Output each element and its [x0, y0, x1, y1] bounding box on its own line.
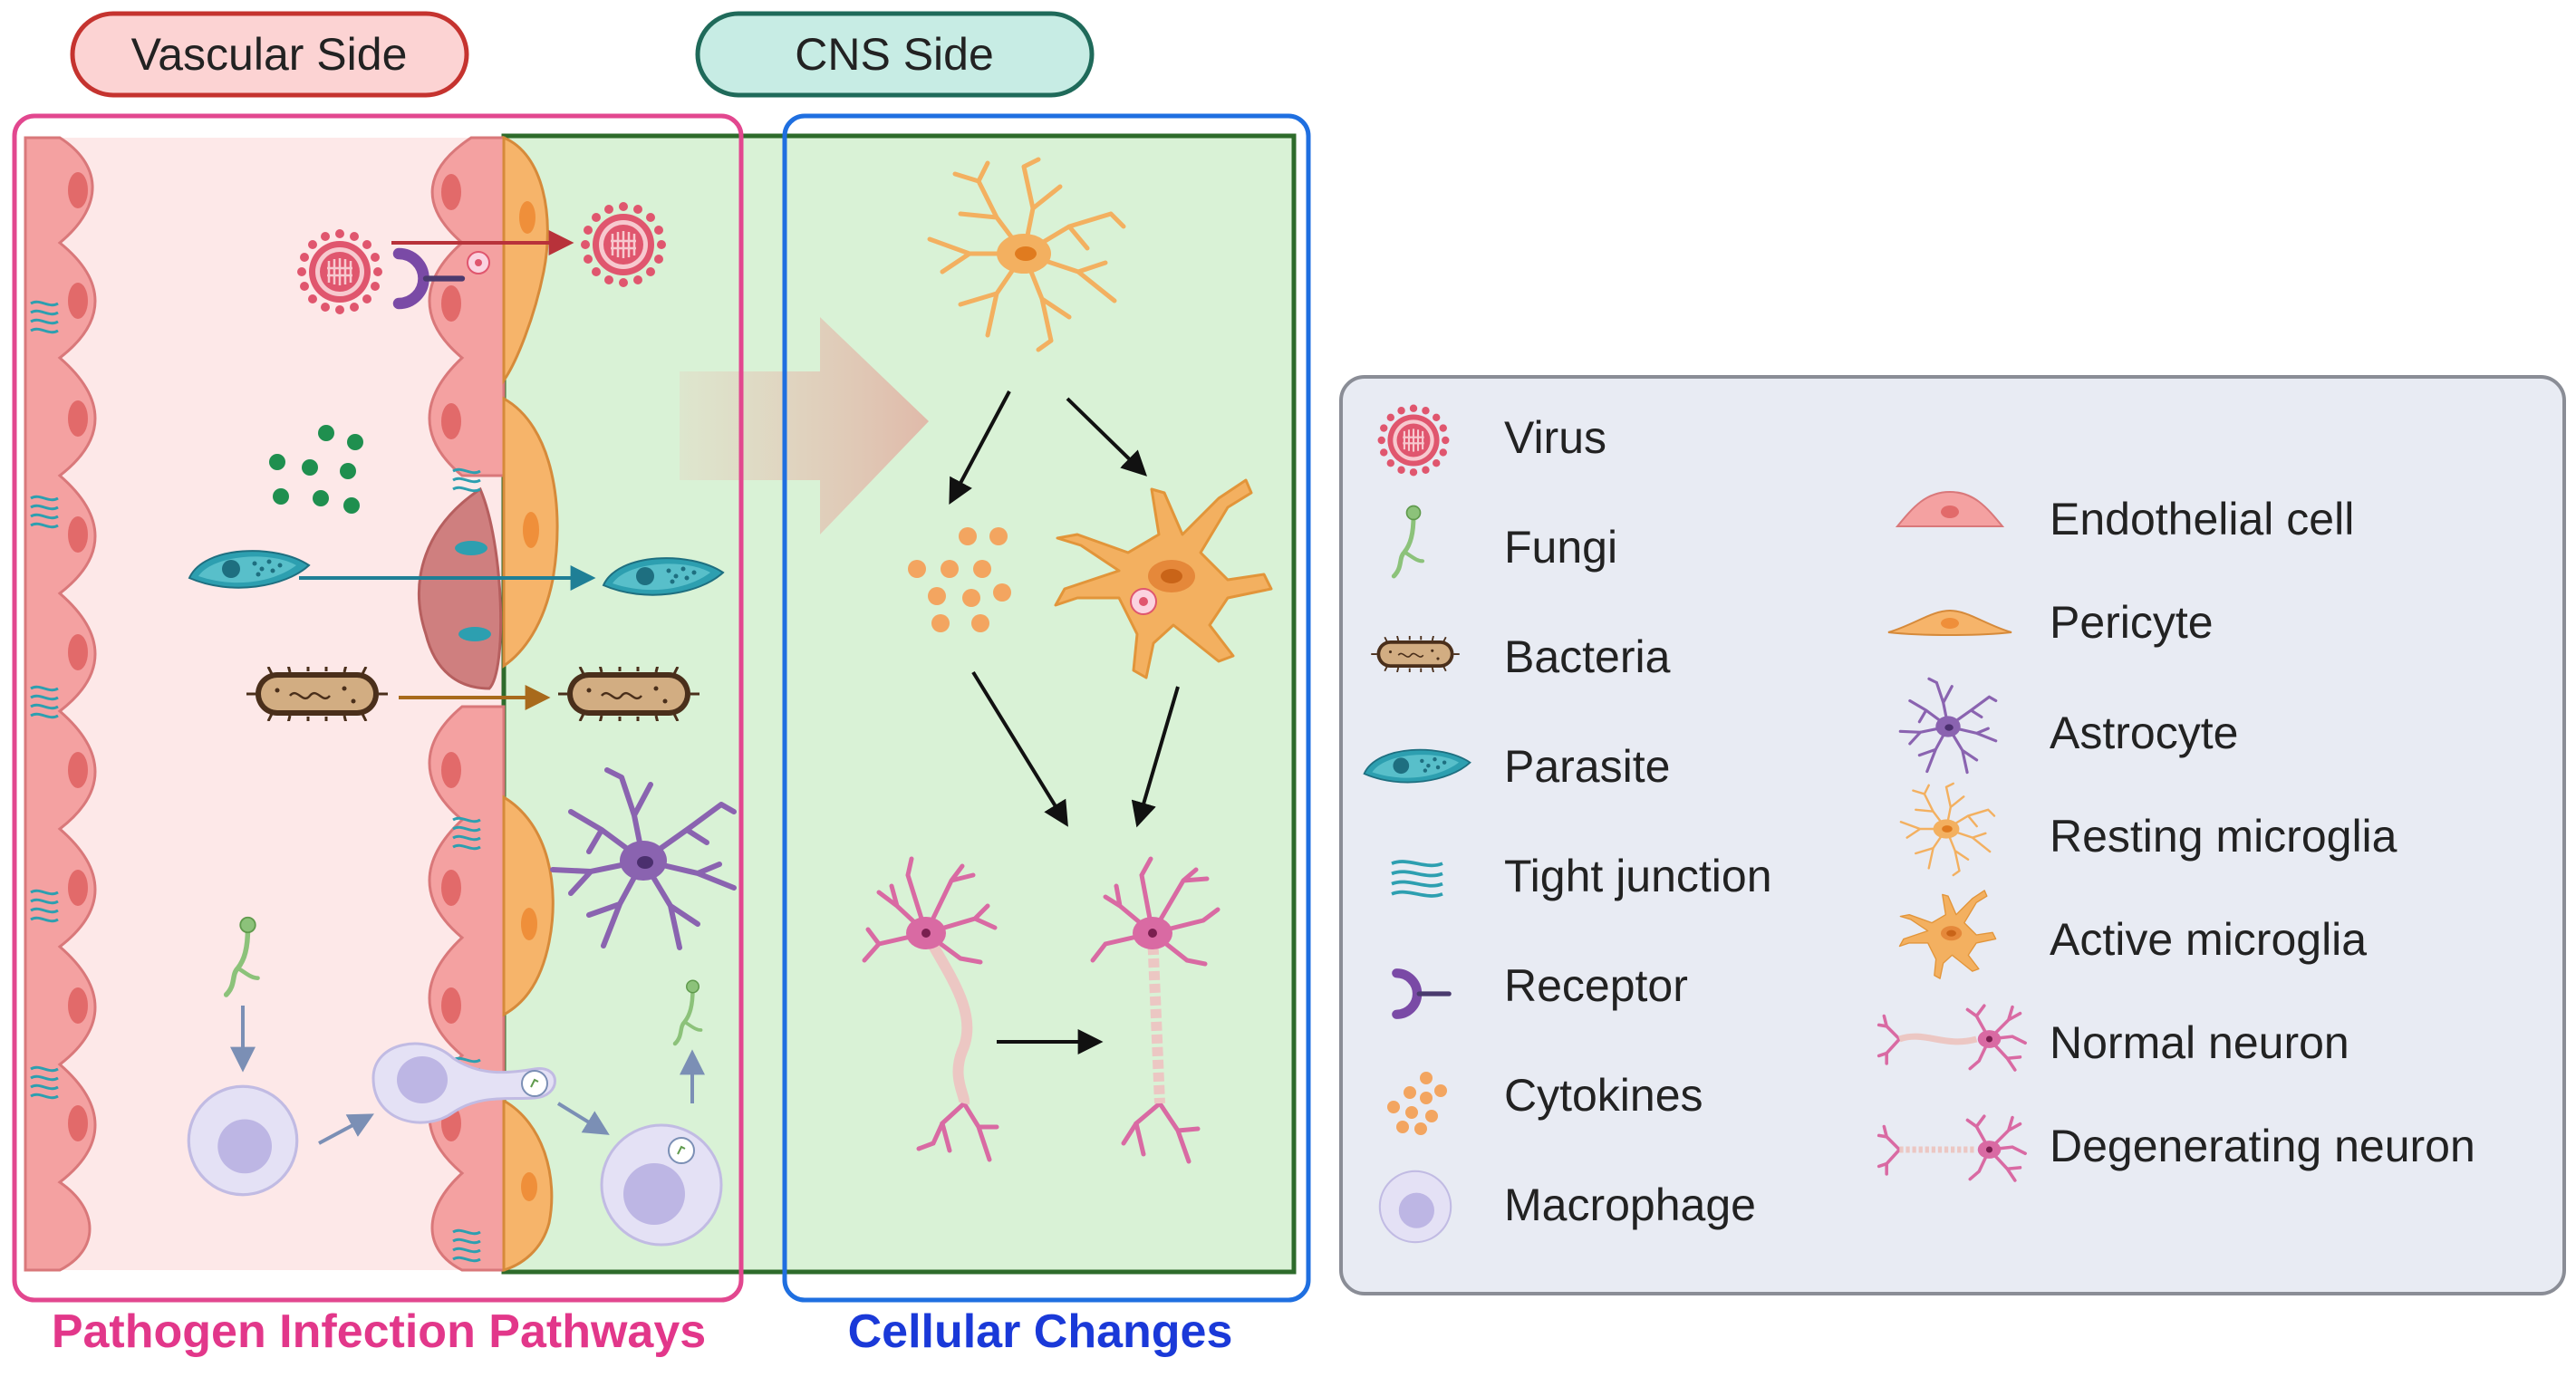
left-tight-junctions [30, 300, 59, 1100]
pathogen-pathways-frame [12, 113, 744, 1303]
cns-side-label: CNS Side [795, 29, 994, 80]
cytokines-cns [908, 527, 1011, 632]
legend: Virus Fungi Bacteria Parasite Tight junc… [1339, 375, 2566, 1295]
legend-label-virus: Virus [1504, 412, 1606, 463]
pathogen-pathways-caption: Pathogen Infection Pathways [52, 1305, 706, 1358]
macrophage-exit-arrow [556, 1102, 610, 1135]
legend-label-tight-junction: Tight junction [1504, 851, 1772, 901]
left-endothelial-wall [24, 136, 97, 1272]
legend-label-cytokines: Cytokines [1504, 1070, 1703, 1121]
degenerating-neuron-cns [1090, 856, 1220, 1164]
arrow-to-cytokines [949, 390, 1011, 505]
legend-label-endothelial-cell: Endothelial cell [2050, 494, 2354, 544]
normal-neuron-cns [862, 856, 999, 1162]
arrow-cytokines-to-neuron [971, 670, 1068, 827]
legend-label-macrophage: Macrophage [1504, 1180, 1756, 1230]
legend-label-receptor: Receptor [1504, 960, 1688, 1011]
pericytes [502, 135, 559, 1273]
macrophage-cns-icon [600, 1123, 723, 1247]
legend-virus-icon [1376, 403, 1451, 477]
legend-label-fungi: Fungi [1504, 522, 1617, 573]
legend-label-active-microglia: Active microglia [2050, 914, 2367, 965]
virus-cns-icon [579, 200, 668, 289]
legend-label-pericyte: Pericyte [2050, 597, 2214, 648]
cns-side-header: CNS Side [695, 11, 1095, 98]
arrow-to-active-microglia [1066, 397, 1148, 477]
blood-particles [269, 425, 363, 514]
legend-label-bacteria: Bacteria [1504, 631, 1671, 682]
legend-label-astrocyte: Astrocyte [2050, 708, 2238, 758]
virus-blood-icon [295, 227, 384, 316]
macrophage-icon [187, 1084, 299, 1197]
vascular-side-header: Vascular Side [70, 11, 469, 98]
legend-label-normal-neuron: Normal neuron [2050, 1017, 2349, 1068]
transmigrating-macrophage [371, 1042, 556, 1124]
legend-label-resting-microglia: Resting microglia [2050, 811, 2398, 862]
right-endothelial-wall [418, 136, 506, 1272]
cellular-changes-frame [782, 113, 1311, 1303]
vascular-side-label: Vascular Side [131, 29, 408, 80]
legend-label-parasite: Parasite [1504, 741, 1670, 792]
legend-macrophage-icon [1378, 1170, 1452, 1244]
cellular-changes-caption: Cellular Changes [848, 1305, 1233, 1358]
arrow-microglia-to-neuron [1131, 686, 1180, 828]
macrophage-migrate-arrow [318, 1113, 374, 1145]
legend-label-degenerating-neuron: Degenerating neuron [2050, 1121, 2475, 1171]
